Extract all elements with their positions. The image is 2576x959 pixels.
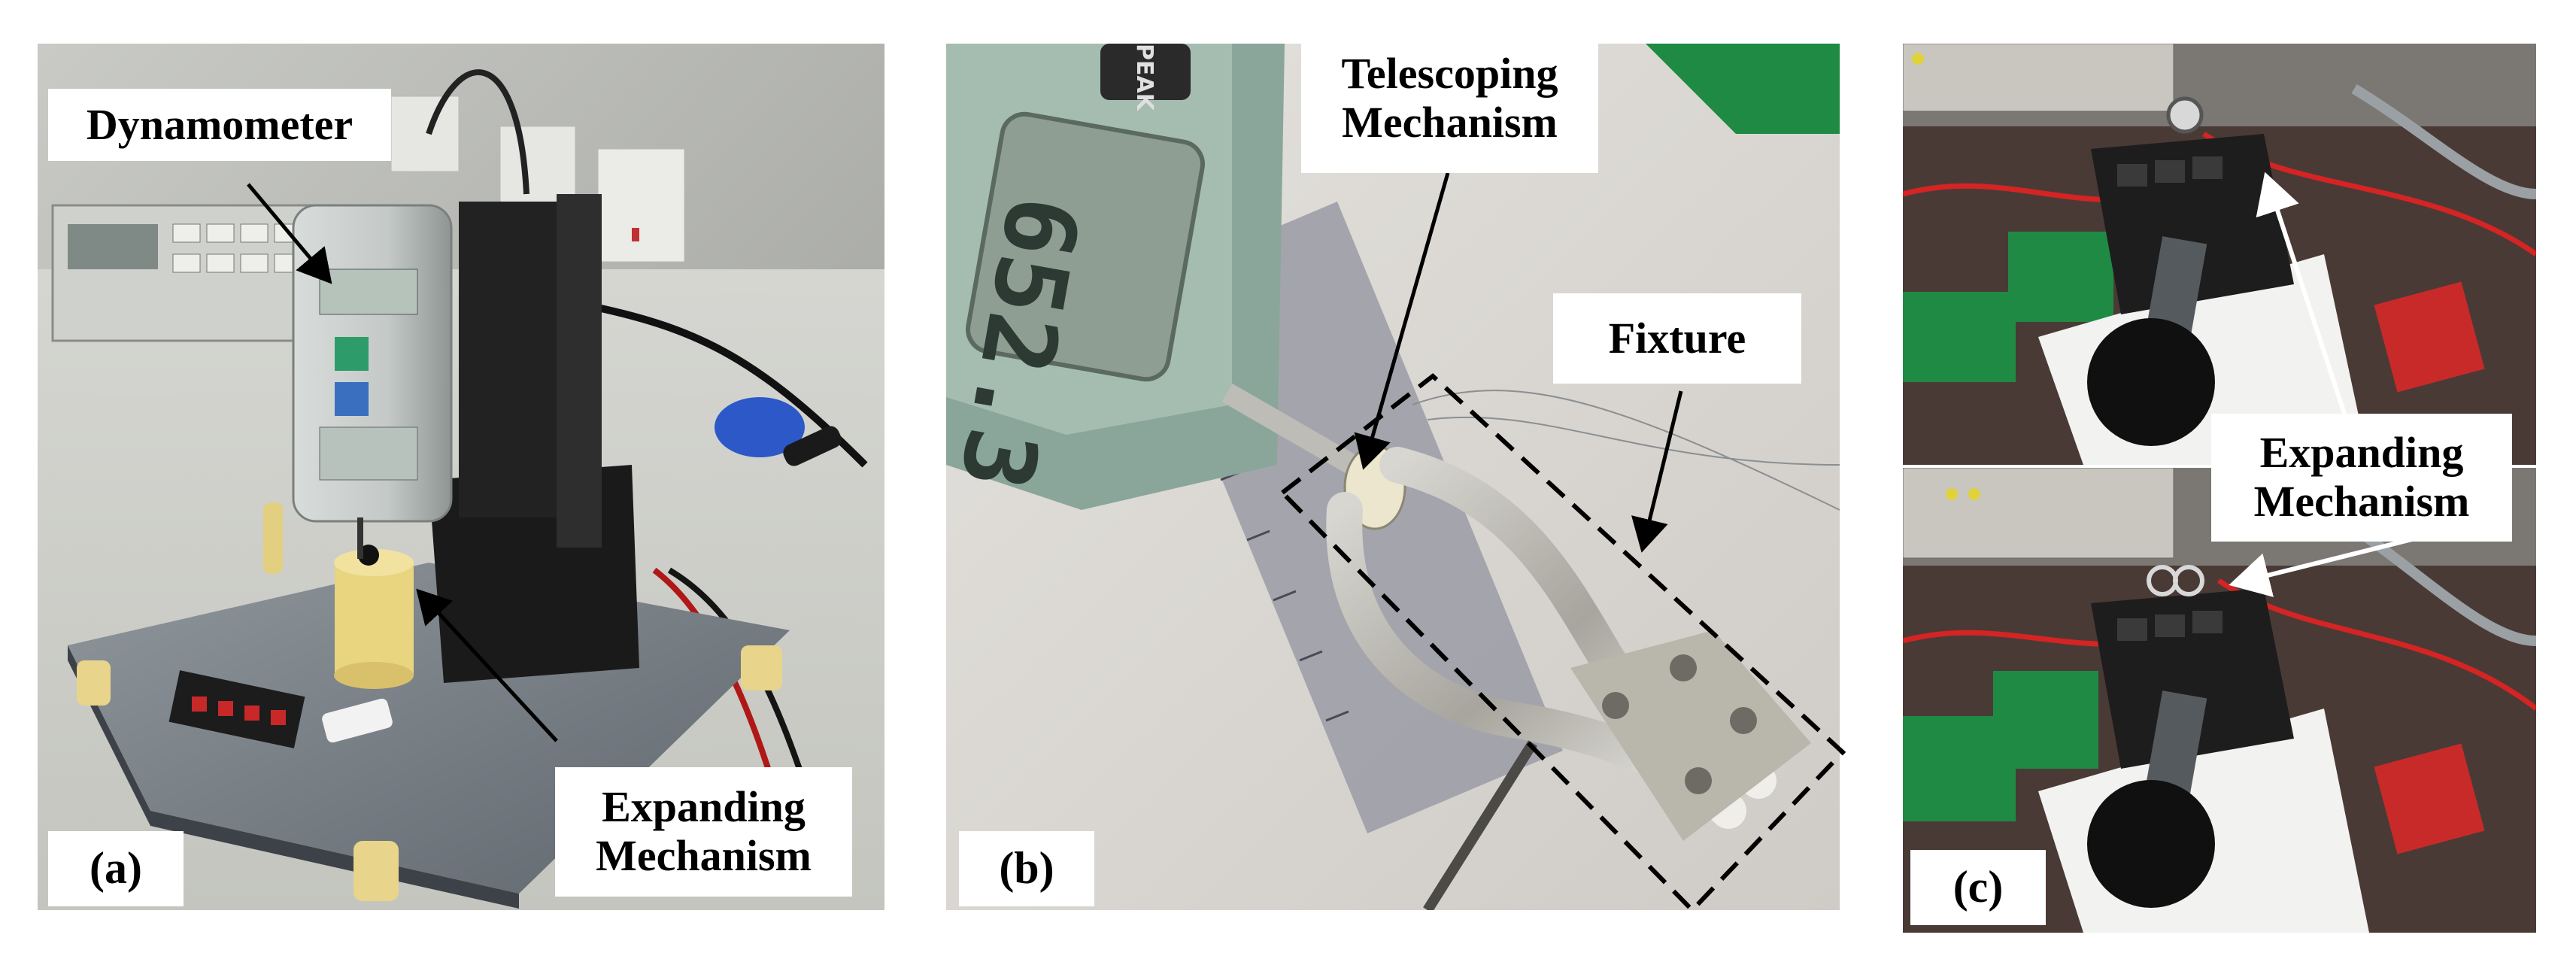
instrument-screen: [68, 224, 158, 269]
label-expanding-mechanism-a: Expanding Mechanism: [555, 767, 852, 897]
plate-foot: [741, 645, 782, 690]
wall-socket: [390, 96, 460, 172]
instrument: [1903, 468, 2174, 559]
pcb-corner: [1646, 44, 1840, 134]
panel-tag-b-text: (b): [999, 843, 1054, 894]
blue-object: [715, 397, 805, 457]
label-line: Mechanism: [2253, 477, 2470, 526]
expanding-mechanism-part: [335, 563, 414, 675]
pcb-board: [1903, 292, 2016, 382]
label-dynamometer: Dynamometer: [48, 89, 391, 161]
panel-c-top-scene: [1903, 44, 2536, 465]
plate-foot: [353, 841, 399, 901]
vise-knob: [2087, 318, 2215, 446]
red-device: [2374, 281, 2485, 393]
panel-tag-a-text: (a): [90, 843, 142, 894]
pcb-board: [2008, 232, 2113, 322]
panel-b-scene: 652.3 PEAK: [946, 44, 1840, 910]
plate-foot: [77, 660, 111, 706]
instrument: [1903, 44, 2174, 112]
panel-c-top-photo: [1903, 44, 2536, 465]
peak-label: PEAK: [1131, 44, 1158, 112]
panel-tag-a: (a): [48, 831, 184, 906]
label-telescoping-mechanism: Telescoping Mechanism: [1301, 24, 1598, 173]
label-line: Telescoping: [1341, 49, 1558, 99]
peak-button: [1100, 44, 1191, 100]
pcb-board: [1993, 671, 2098, 769]
label-expanding-mechanism-c: Expanding Mechanism: [2211, 414, 2512, 542]
label-fixture-text: Fixture: [1608, 313, 1746, 363]
label-line: Expanding: [602, 782, 806, 832]
panel-tag-c: (c): [1910, 850, 2046, 925]
panel-b-photo: 652.3 PEAK: [946, 44, 1840, 910]
panel-tag-c-text: (c): [1952, 862, 2004, 912]
socket-indicator: [632, 228, 639, 241]
red-device: [2374, 743, 2485, 854]
label-line: Mechanism: [1342, 98, 1558, 147]
label-dynamometer-text: Dynamometer: [86, 99, 353, 149]
vise-knob: [2087, 780, 2215, 908]
label-fixture: Fixture: [1553, 293, 1801, 384]
expanding-mechanism-part: [2166, 96, 2204, 134]
label-line: Expanding: [2259, 428, 2464, 478]
dynamometer-display: [966, 111, 1205, 382]
panel-tag-b: (b): [959, 831, 1094, 906]
terminal-block: [168, 670, 305, 748]
label-line: Mechanism: [596, 831, 812, 880]
wall-socket: [597, 148, 685, 263]
